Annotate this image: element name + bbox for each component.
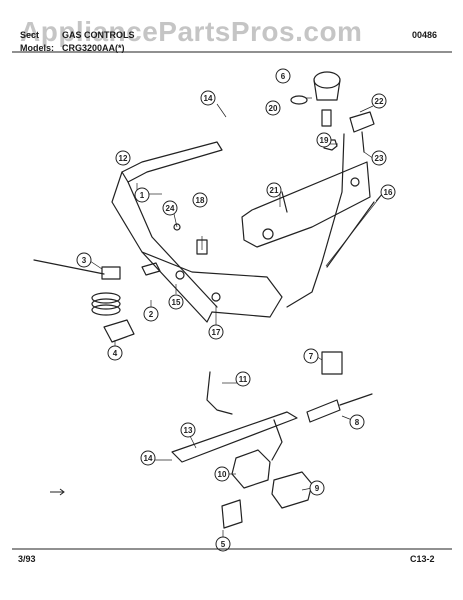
footer-page-id: C13-2: [410, 554, 435, 564]
capillary-coil: [91, 292, 121, 316]
spark-module: [321, 351, 343, 375]
callout-13: 13: [180, 422, 196, 438]
lower-manifold: [171, 411, 298, 463]
svg-text:3: 3: [82, 256, 87, 265]
direction-arrow: [50, 488, 65, 496]
callout-5: 5: [215, 536, 231, 552]
svg-text:22: 22: [375, 97, 384, 106]
svg-text:11: 11: [239, 375, 248, 384]
callout-7: 7: [303, 348, 319, 364]
bracket-hole-left: [262, 228, 274, 240]
footer-date: 3/93: [18, 554, 36, 564]
exploded-view-drawing: 1 2 3 4 5 6 7 8 9 10 11 12 13 14 14 15 1…: [12, 51, 452, 552]
mounting-bracket: [221, 499, 243, 529]
control-knob-top: [313, 71, 341, 89]
screw-24: [173, 223, 181, 231]
section-label: Sect: [20, 30, 40, 40]
callout-19: 19: [316, 132, 332, 148]
control-knob-body: [313, 79, 341, 101]
callout-8: 8: [349, 414, 365, 430]
orifice-nut-17: [211, 292, 221, 302]
burner-bracket: [241, 161, 371, 248]
manifold-pipe: [121, 141, 223, 183]
section-title: GAS CONTROLS: [62, 30, 135, 40]
thermostat-valve: [103, 319, 135, 343]
callout-2: 2: [143, 306, 159, 322]
callout-17: 17: [208, 324, 224, 340]
callout-10: 10: [214, 466, 230, 482]
valve-stem: [321, 109, 332, 127]
callout-21: 21: [266, 182, 282, 198]
svg-text:14: 14: [144, 454, 153, 463]
manifold-pipe-lower: [111, 171, 218, 323]
page-code: 00486: [412, 30, 438, 40]
svg-text:5: 5: [221, 540, 226, 549]
manifold-front-run: [141, 251, 283, 318]
capillary-tube: [33, 259, 105, 275]
svg-text:4: 4: [113, 349, 118, 358]
watermark: AppliancePartsPros.com: [20, 16, 363, 47]
callout-20: 20: [265, 100, 281, 116]
svg-text:20: 20: [269, 104, 278, 113]
callout-6: 6: [275, 68, 291, 84]
callout-14-upper: 14: [200, 90, 216, 106]
svg-text:8: 8: [355, 418, 360, 427]
callout-3: 3: [76, 252, 92, 268]
bracket-hole-right: [350, 177, 360, 187]
svg-text:9: 9: [315, 484, 320, 493]
pipe-elbow: [206, 371, 233, 415]
gas-tube: [286, 133, 345, 308]
svg-text:13: 13: [184, 426, 193, 435]
callout-11: 11: [235, 371, 251, 387]
svg-text:12: 12: [119, 154, 128, 163]
callout-18: 18: [192, 192, 208, 208]
callout-15: 15: [168, 294, 184, 310]
models-value: CRG3200AA(*): [62, 43, 125, 53]
thermostat-bracket: [101, 266, 121, 280]
svg-text:24: 24: [166, 204, 175, 213]
svg-text:21: 21: [270, 186, 279, 195]
parts-diagram-sheet: AppliancePartsPros.com Sect GAS CONTROLS…: [12, 16, 452, 572]
svg-text:1: 1: [140, 191, 145, 200]
svg-text:23: 23: [375, 154, 384, 163]
igniter-switch: [349, 111, 375, 133]
callout-14-lower: 14: [140, 450, 156, 466]
svg-text:6: 6: [281, 72, 286, 81]
svg-text:14: 14: [204, 94, 213, 103]
connector-18: [196, 239, 208, 255]
callout-22: 22: [371, 93, 387, 109]
o-ring: [290, 95, 308, 105]
svg-text:7: 7: [309, 352, 314, 361]
svg-text:10: 10: [218, 470, 227, 479]
safety-valve: [271, 471, 313, 509]
spark-electrode: [306, 399, 341, 423]
callout-1: 1: [134, 187, 150, 203]
callout-16: 16: [380, 184, 396, 200]
callout-9: 9: [309, 480, 325, 496]
lower-manifold-drop: [271, 419, 283, 461]
svg-text:18: 18: [196, 196, 205, 205]
svg-text:16: 16: [384, 188, 393, 197]
orifice-fitting: [141, 262, 161, 276]
electrode-wire: [339, 393, 373, 406]
svg-text:17: 17: [212, 328, 221, 337]
svg-text:19: 19: [320, 136, 329, 145]
svg-text:2: 2: [149, 310, 154, 319]
callout-12: 12: [115, 150, 131, 166]
svg-text:15: 15: [172, 298, 181, 307]
orifice-nut-15: [175, 270, 185, 280]
callout-24: 24: [162, 200, 178, 216]
callout-4: 4: [107, 345, 123, 361]
callout-23: 23: [371, 150, 387, 166]
regulator-valve: [231, 449, 271, 489]
models-label: Models:: [20, 43, 55, 53]
